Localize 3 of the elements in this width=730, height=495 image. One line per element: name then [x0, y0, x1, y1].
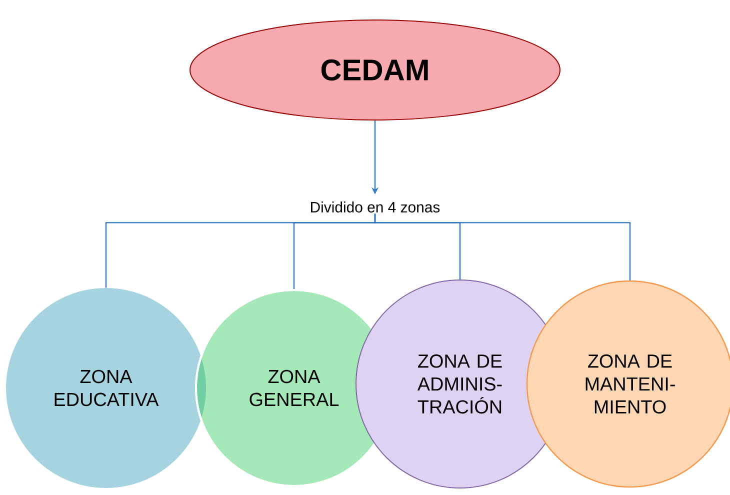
caption-text: Dividido en 4 zonas — [311, 202, 440, 212]
ellipse-box: CEDAM — [190, 20, 560, 120]
connector-line — [374, 214, 631, 280]
